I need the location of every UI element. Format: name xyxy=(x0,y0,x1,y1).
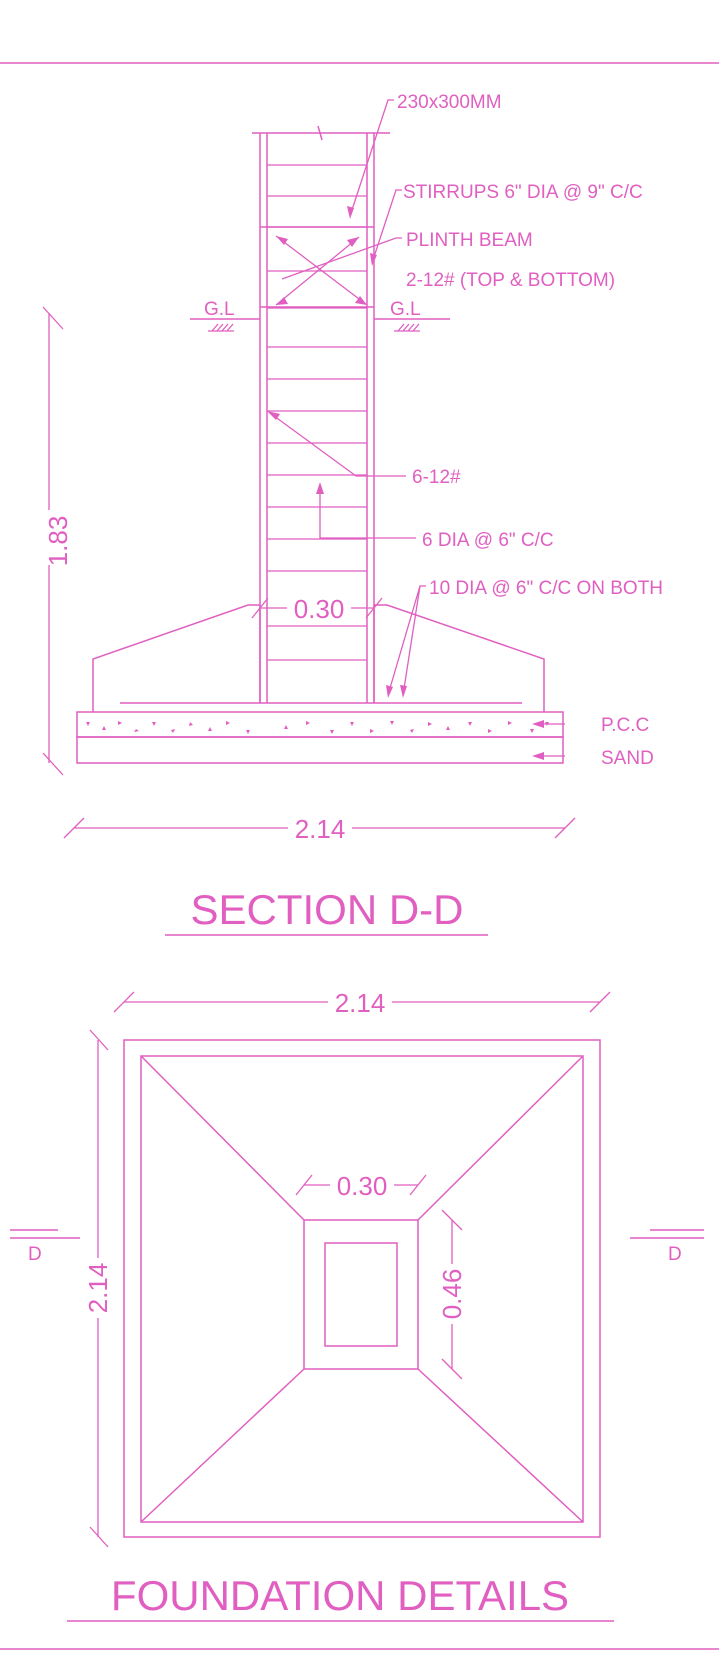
column-size-leader xyxy=(349,99,394,217)
stirrups-leader xyxy=(371,189,402,264)
section-marker-left-label: D xyxy=(28,1244,42,1265)
plinth-beam xyxy=(260,226,374,308)
slope-line-tl xyxy=(140,1055,305,1221)
footing-width-dimension-section: 2.14 xyxy=(63,814,576,844)
pcc-label: P.C.C xyxy=(601,715,649,736)
section-marker-right-label: D xyxy=(668,1244,682,1265)
plan-title: FOUNDATION DETAILS xyxy=(111,1572,569,1619)
footing-outer-outline xyxy=(123,1039,601,1538)
column-length-dimension-plan: 0.46 xyxy=(437,1209,467,1380)
column-outline-plan xyxy=(324,1242,398,1347)
plinth-beam-label: PLINTH BEAM xyxy=(406,230,533,251)
footing-width-plan-label: 2.14 xyxy=(335,988,386,1018)
plinth-bars-label: 2-12# (TOP & BOTTOM) xyxy=(406,270,615,291)
sand-layer xyxy=(76,736,564,764)
plan-view: 2.14 2.14 0.30 0.46 xyxy=(10,988,704,1622)
pcc-layer xyxy=(76,711,564,764)
section-title: SECTION D-D xyxy=(191,886,464,933)
footing-inner-outline xyxy=(140,1055,584,1523)
column-width-section-label: 0.30 xyxy=(294,594,345,624)
ground-level-left: G.L xyxy=(190,299,260,332)
column-width-plan-label: 0.30 xyxy=(337,1171,388,1201)
footing-length-dimension-plan: 2.14 xyxy=(83,1029,113,1548)
depth-dim-label: 1.83 xyxy=(43,516,73,567)
column-length-plan-label: 0.46 xyxy=(437,1269,467,1320)
slope-line-br xyxy=(417,1368,584,1523)
ground-level-right: G.L xyxy=(374,299,450,332)
slope-line-bl xyxy=(140,1368,305,1523)
column-pedestal-outline xyxy=(303,1219,419,1370)
footing-bars-label: 10 DIA @ 6" C/C ON BOTH xyxy=(429,578,663,599)
gl-left-label: G.L xyxy=(204,299,235,320)
depth-dimension: 1.83 xyxy=(36,306,73,776)
main-bars-label: 6-12# xyxy=(412,467,461,488)
section-marker-right: D xyxy=(630,1229,704,1265)
slope-line-tr xyxy=(417,1055,584,1221)
sand-label: SAND xyxy=(601,748,654,769)
ties-label: 6 DIA @ 6" C/C xyxy=(422,530,554,551)
stirrups-label: STIRRUPS 6" DIA @ 9" C/C xyxy=(403,182,643,203)
section-marker-left: D xyxy=(10,1229,80,1265)
plinth-beam-leader xyxy=(281,237,402,280)
column-width-dimension-plan: 0.30 xyxy=(295,1171,427,1201)
ties-leader xyxy=(319,485,416,539)
gl-right-label: G.L xyxy=(390,299,421,320)
column-size-label: 230x300MM xyxy=(397,92,502,113)
footing-section xyxy=(92,604,545,712)
footing-width-section-label: 2.14 xyxy=(295,814,346,844)
footing-width-dimension-plan: 2.14 xyxy=(113,988,611,1018)
section-view: G.L G.L xyxy=(36,92,663,936)
column-width-dimension-section: 0.30 xyxy=(251,594,383,624)
column-break-mark xyxy=(317,125,323,141)
footing-bars-leader-a xyxy=(387,585,426,696)
main-bars-leader xyxy=(269,412,406,477)
footing-length-plan-label: 2.14 xyxy=(83,1263,113,1314)
footing-bars-leader-b xyxy=(402,585,421,696)
